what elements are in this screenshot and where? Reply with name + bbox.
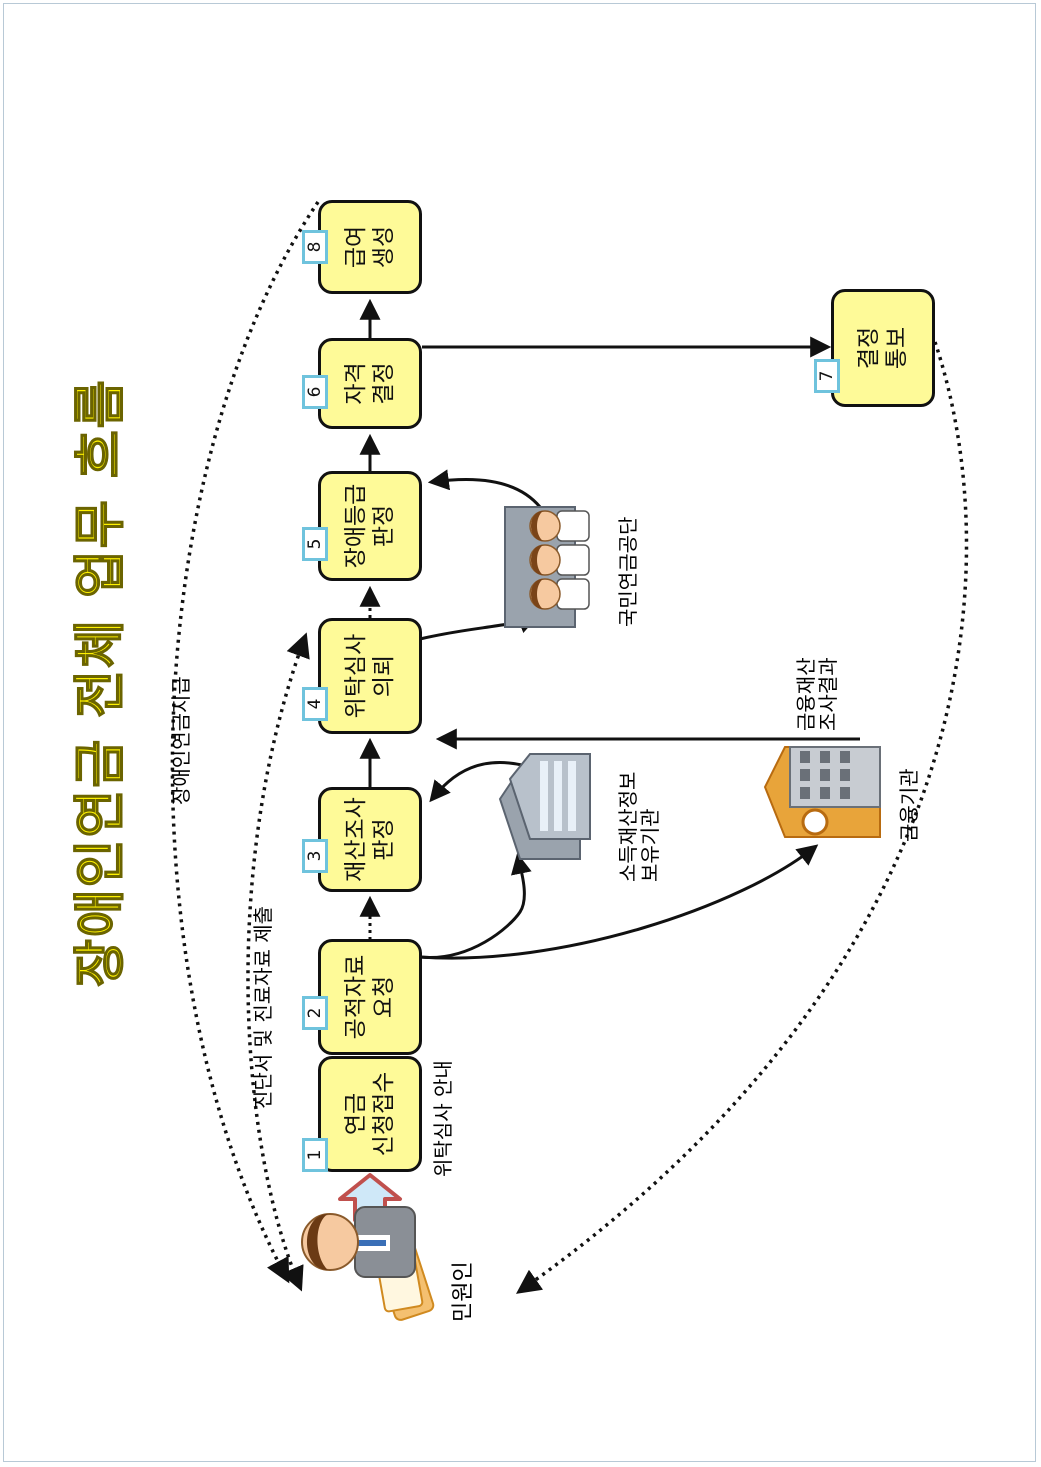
bank-label: 금융기관 xyxy=(897,768,921,842)
applicant-label: 민원인 xyxy=(451,1261,476,1322)
request-arrow-bank xyxy=(419,844,819,960)
request-arrow-income xyxy=(419,852,532,959)
notify-arc xyxy=(515,341,969,1294)
grade-arrow xyxy=(427,469,542,508)
consign-notice-label: 위탁심사 안내 xyxy=(431,1060,455,1177)
submit-docs-label: 진단서 및 진료자료 제출 xyxy=(251,905,275,1109)
page-frame xyxy=(3,3,1036,1462)
pension-payment-label: 장애인연금지급 xyxy=(169,676,193,805)
pension-service-label: 국민연금공단 xyxy=(616,516,640,627)
income-holder-label: 소득재산정보 보유기관 xyxy=(616,771,663,882)
docs-submit-arc xyxy=(246,632,310,1292)
finance-result-label: 금융재산 조사결과 xyxy=(794,657,841,731)
